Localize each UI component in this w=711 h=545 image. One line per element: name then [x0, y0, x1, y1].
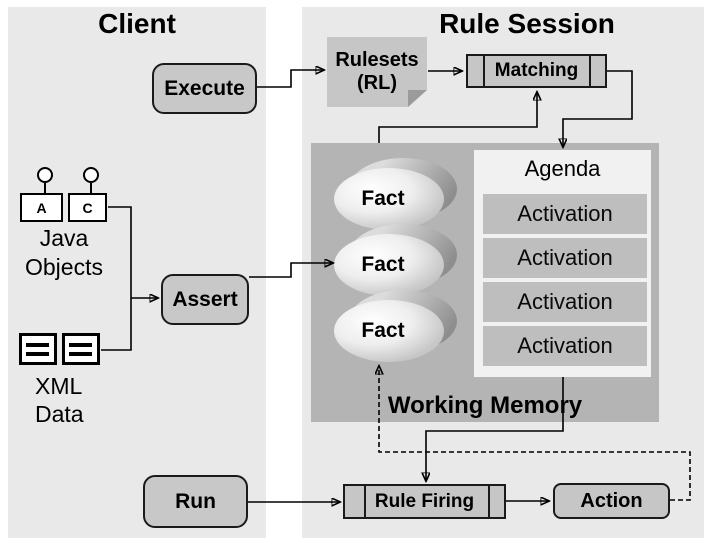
java-component-a-box: A	[20, 193, 63, 222]
agenda-title: Agenda	[524, 156, 601, 181]
rule-session-title: Rule Session	[439, 8, 615, 39]
process-side-bar	[483, 56, 485, 86]
matching-label: Matching	[494, 60, 579, 81]
xml-document-icon	[19, 333, 57, 365]
xml-data-label: XML Data	[35, 372, 84, 428]
java-objects-label: Java Objects	[8, 224, 120, 282]
fact-label: Fact	[361, 253, 405, 276]
activation-row: Activation	[483, 326, 647, 366]
interface-lollipop-icon	[37, 167, 53, 183]
process-side-bar	[364, 486, 366, 517]
rulesets-note-line2: (RL)	[357, 72, 397, 94]
process-side-bar	[488, 486, 490, 517]
execute-button: Execute	[152, 63, 257, 114]
agenda-panel: Agenda Activation Activation Activation …	[474, 150, 651, 377]
client-title: Client	[98, 8, 176, 39]
activation-row: Activation	[483, 194, 647, 234]
java-objects-label-line2: Objects	[25, 254, 103, 280]
rule-firing-box: Rule Firing	[343, 484, 506, 519]
fact-ellipse: Fact	[334, 224, 457, 296]
rule-firing-label: Rule Firing	[374, 490, 475, 512]
fact-label: Fact	[361, 319, 405, 342]
working-memory-label: Working Memory	[387, 392, 583, 419]
rulesets-note-line1: Rulesets	[335, 49, 419, 71]
interface-lollipop-icon	[83, 167, 99, 183]
fact-ellipse: Fact	[334, 158, 457, 230]
assert-button: Assert	[161, 274, 249, 325]
action-box: Action	[553, 483, 670, 519]
activation-row: Activation	[483, 238, 647, 278]
xml-data-label-line2: Data	[35, 401, 84, 427]
fact-ellipse: Fact	[334, 290, 457, 362]
matching-box: Matching	[466, 54, 607, 88]
run-button: Run	[143, 475, 248, 528]
activation-row: Activation	[483, 282, 647, 322]
java-component-c-box: C	[68, 193, 107, 222]
xml-document-icon	[62, 333, 100, 365]
java-objects-label-line1: Java	[39, 225, 89, 251]
process-side-bar	[589, 56, 591, 86]
fact-label: Fact	[361, 187, 405, 210]
lollipop-stem	[90, 183, 92, 193]
lollipop-stem	[44, 183, 46, 193]
xml-data-label-line1: XML	[35, 373, 83, 399]
